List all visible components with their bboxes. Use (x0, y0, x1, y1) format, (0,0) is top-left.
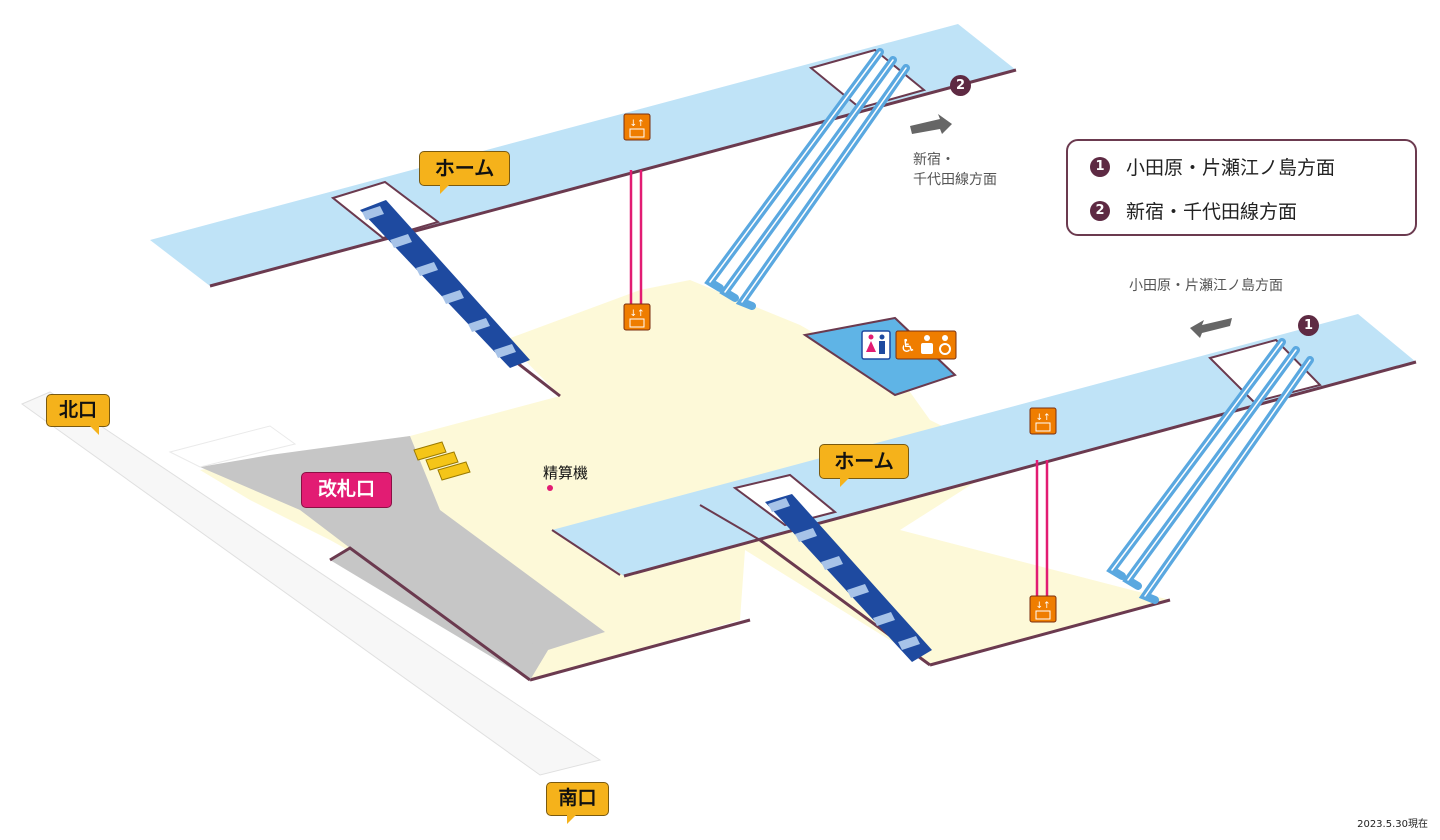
legend-item-2: 2 新宿・千代田線方面 (1090, 197, 1297, 224)
legend: 1 小田原・片瀬江ノ島方面 2 新宿・千代田線方面 (1066, 139, 1417, 236)
legend-item-1: 1 小田原・片瀬江ノ島方面 (1090, 153, 1335, 180)
fare-machine-marker (547, 485, 553, 491)
direction-bottom-label: 小田原・片瀬江ノ島方面 (1129, 278, 1283, 294)
platform-label-top: ホーム (419, 151, 510, 194)
elevator-shaft-top (629, 170, 643, 304)
escalators-top (704, 48, 910, 310)
svg-text:♿: ♿ (900, 336, 916, 357)
legend-text-1: 小田原・片瀬江ノ島方面 (1126, 157, 1336, 179)
date-label: 2023.5.30現在 (1357, 819, 1428, 830)
stairs-bottom (765, 494, 932, 662)
elevator-icon: ↓↑ (623, 113, 651, 141)
elevator-icon: ↓↑ (1029, 595, 1057, 623)
south-exit-label: 南口 (546, 782, 609, 824)
direction-top-line2: 千代田線方面 (913, 172, 997, 188)
direction-arrow-icon (1190, 318, 1232, 338)
svg-text:↓↑: ↓↑ (1035, 413, 1050, 423)
ticket-gate-label: 改札口 (301, 472, 392, 508)
restroom-icon (861, 330, 891, 360)
legend-text-2: 新宿・千代田線方面 (1126, 201, 1298, 223)
direction-top-badge: 2 (950, 75, 971, 96)
direction-top-label: 新宿・ 千代田線方面 (913, 150, 997, 190)
elevator-icon: ↓↑ (1029, 407, 1057, 435)
direction-arrow-icon (910, 114, 952, 134)
platform-label-bottom: ホーム (819, 444, 909, 487)
svg-text:↓↑: ↓↑ (1035, 601, 1050, 611)
legend-badge-2: 2 (1090, 200, 1110, 221)
stairs-top (360, 200, 530, 368)
legend-badge-1: 1 (1090, 156, 1110, 177)
ostomate-icon (921, 335, 933, 354)
elevator-icon: ↓↑ (623, 303, 651, 331)
walkway (20, 391, 602, 776)
svg-text:↓↑: ↓↑ (629, 309, 644, 319)
escalators-bottom (1106, 338, 1314, 604)
ticket-machine-icon (413, 441, 471, 481)
elevator-shaft-bottom (1035, 460, 1049, 596)
north-exit-label: 北口 (46, 394, 110, 435)
fare-machine-label: 精算機 (543, 464, 589, 482)
direction-bottom-badge: 1 (1298, 315, 1319, 336)
svg-text:↓↑: ↓↑ (629, 119, 644, 129)
direction-top-line1: 新宿・ (913, 152, 955, 168)
baby-care-icon (939, 335, 951, 355)
